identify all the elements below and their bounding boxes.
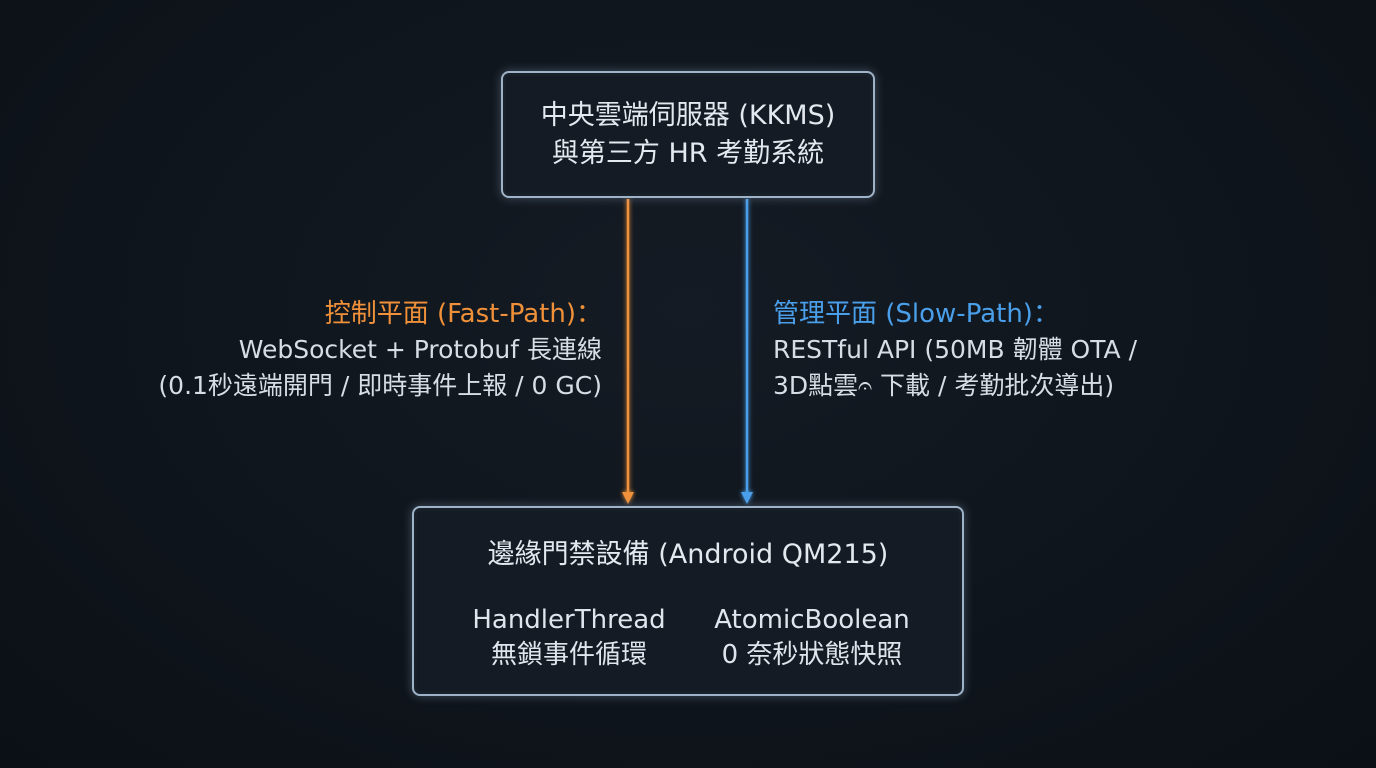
- edge-node-title: 邊緣門禁設備 (Android QM215): [487, 539, 889, 570]
- slow-path-label: 管理平面 (Slow-Path)： RESTful API (50MB 韌體 O…: [773, 296, 1137, 404]
- slow-path-protocol: RESTful API (50MB 韌體 OTA /: [773, 335, 1138, 364]
- fast-path-details: (0.1秒遠端開門 / 即時事件上報 / 0 GC): [158, 371, 602, 400]
- fast-path-arrow: [622, 199, 634, 504]
- fast-path-label: 控制平面 (Fast-Path)： WebSocket + Protobuf 長…: [158, 296, 602, 404]
- fast-path-protocol: WebSocket + Protobuf 長連線: [238, 335, 602, 364]
- atomic-boolean-block: AtomicBoolean 0 奈秒狀態快照: [696, 603, 928, 673]
- handler-thread-desc: 無鎖事件循環: [490, 640, 647, 670]
- atomic-boolean-desc: 0 奈秒狀態快照: [721, 640, 903, 670]
- cloud-node-title: 中央雲端伺服器 (KKMS): [540, 99, 836, 131]
- atomic-boolean-name: AtomicBoolean: [714, 605, 910, 635]
- edge-device-node: 邊緣門禁設備 (Android QM215) HandlerThread 無鎖事…: [412, 506, 964, 696]
- slow-path-details: 3D點雲𝄐 下載 / 考勤批次導出): [773, 371, 1115, 400]
- handler-thread-name: HandlerThread: [472, 605, 666, 635]
- fast-path-title: 控制平面 (Fast-Path)：: [324, 299, 602, 329]
- handler-thread-block: HandlerThread 無鎖事件循環: [454, 603, 684, 673]
- cloud-node-subtitle: 與第三方 HR 考勤系統: [551, 137, 825, 169]
- cloud-server-node: 中央雲端伺服器 (KKMS) 與第三方 HR 考勤系統: [501, 71, 875, 198]
- slow-path-title: 管理平面 (Slow-Path)：: [773, 299, 1059, 329]
- slow-path-arrow: [741, 199, 753, 504]
